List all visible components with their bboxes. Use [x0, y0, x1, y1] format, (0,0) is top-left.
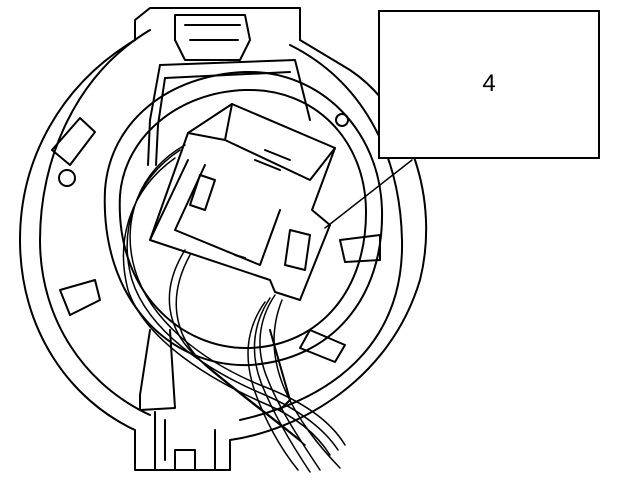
housing [19, 7, 428, 471]
callout-leader-line [324, 159, 413, 229]
connector [149, 103, 336, 301]
callout-label: 4 [482, 70, 496, 97]
wire-bracket [139, 59, 311, 411]
callout-box: 4 [378, 10, 600, 159]
wiring-harness [122, 144, 346, 473]
